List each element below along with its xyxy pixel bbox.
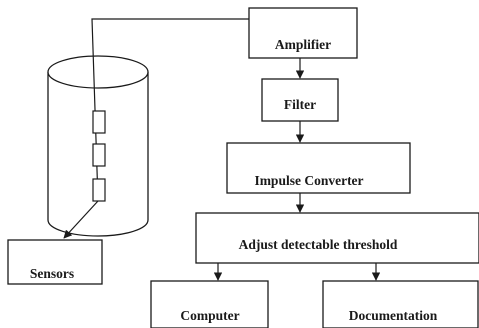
sensor-element-3 — [92, 178, 106, 202]
impulse-converter-box: Impulse Converter — [226, 142, 411, 194]
filter-label: Filter — [284, 97, 316, 112]
documentation-label: Documentation — [349, 308, 438, 323]
amplifier-label: Amplifier — [275, 37, 331, 52]
impulse-converter-label: Impulse Converter — [254, 173, 363, 188]
sensors-box: Sensors — [7, 239, 103, 285]
sensor-to-label-arrow — [63, 200, 99, 239]
documentation-box: Documentation — [322, 280, 479, 328]
computer-label: Computer — [180, 308, 239, 323]
sensors-label: Sensors — [30, 266, 74, 281]
sensor-wire — [91, 18, 250, 201]
computer-box: Computer — [150, 280, 269, 328]
filter-box: Filter — [261, 78, 339, 122]
sensor-element-2 — [92, 143, 106, 167]
threshold-label: Adjust detectable threshold — [239, 237, 398, 252]
tank-cylinder — [47, 55, 149, 237]
threshold-box: Adjust detectable threshold — [195, 212, 479, 264]
sensor-element-1 — [92, 110, 106, 134]
amplifier-box: Amplifier — [248, 7, 358, 59]
